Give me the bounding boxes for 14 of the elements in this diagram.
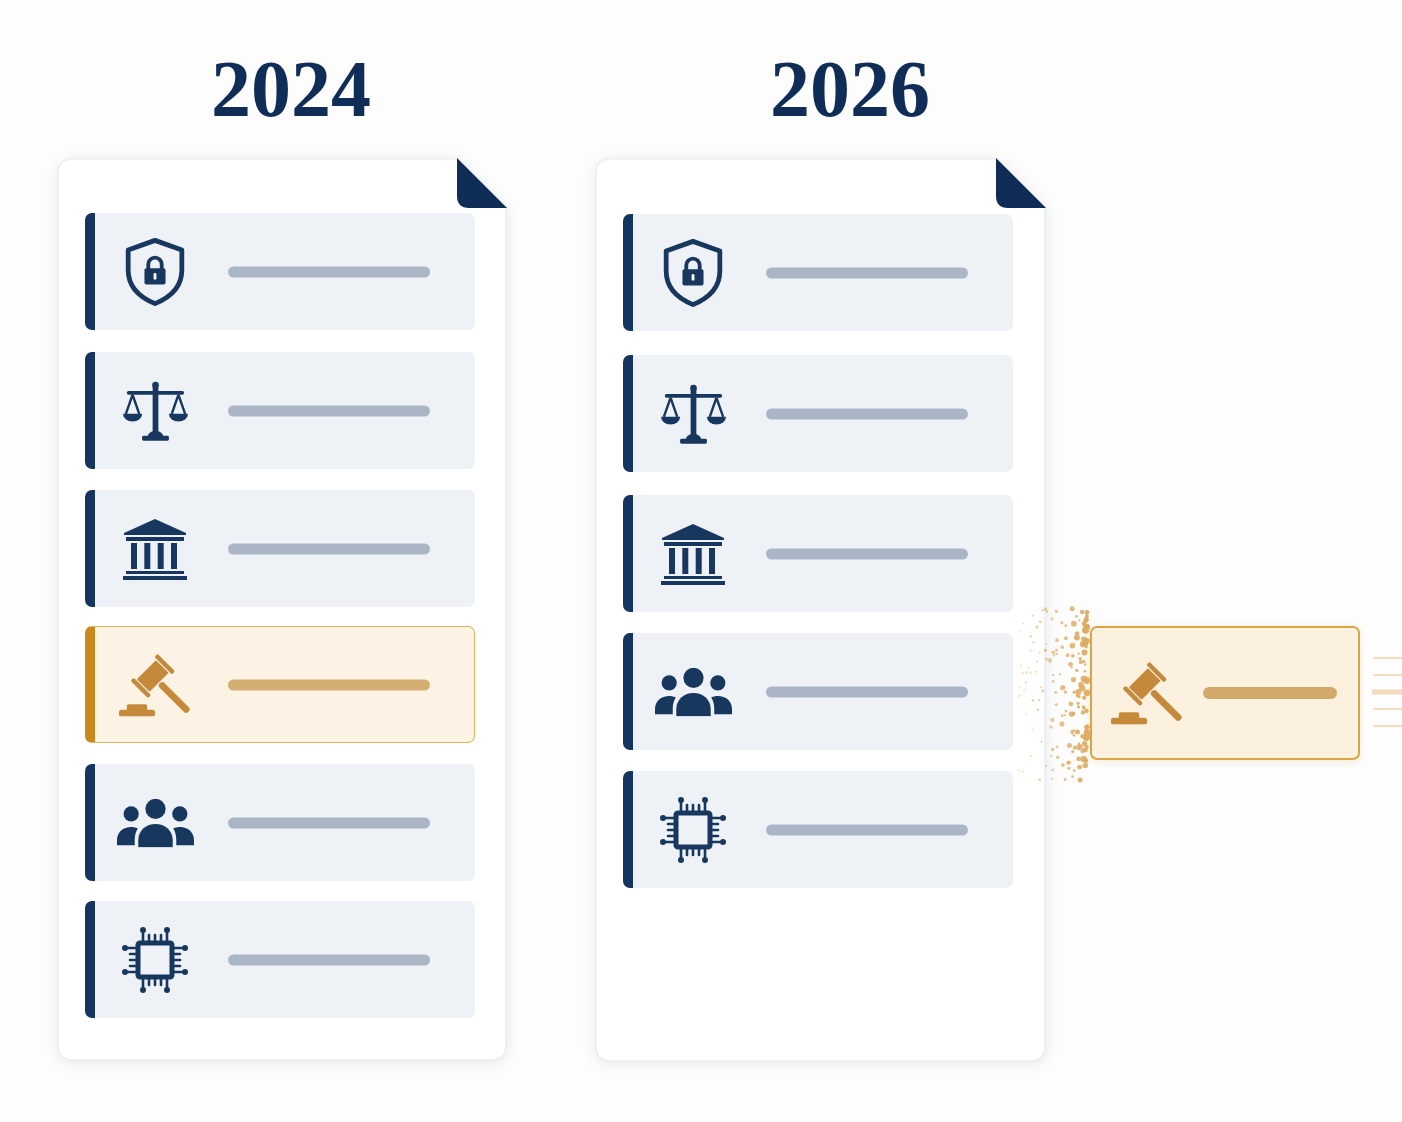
row-card (623, 633, 1013, 750)
row-card (623, 355, 1013, 472)
row-card (85, 490, 475, 607)
row-card (623, 495, 1013, 612)
row-card (85, 764, 475, 881)
detached-row-card (1090, 626, 1360, 760)
year-heading: 2024 (211, 49, 371, 129)
highlighted-row-card (85, 626, 475, 743)
row-card (623, 214, 1013, 331)
row-card (85, 213, 475, 330)
row-card (85, 901, 475, 1018)
row-card (85, 352, 475, 469)
year-heading: 2026 (770, 49, 930, 129)
row-card (623, 771, 1013, 888)
